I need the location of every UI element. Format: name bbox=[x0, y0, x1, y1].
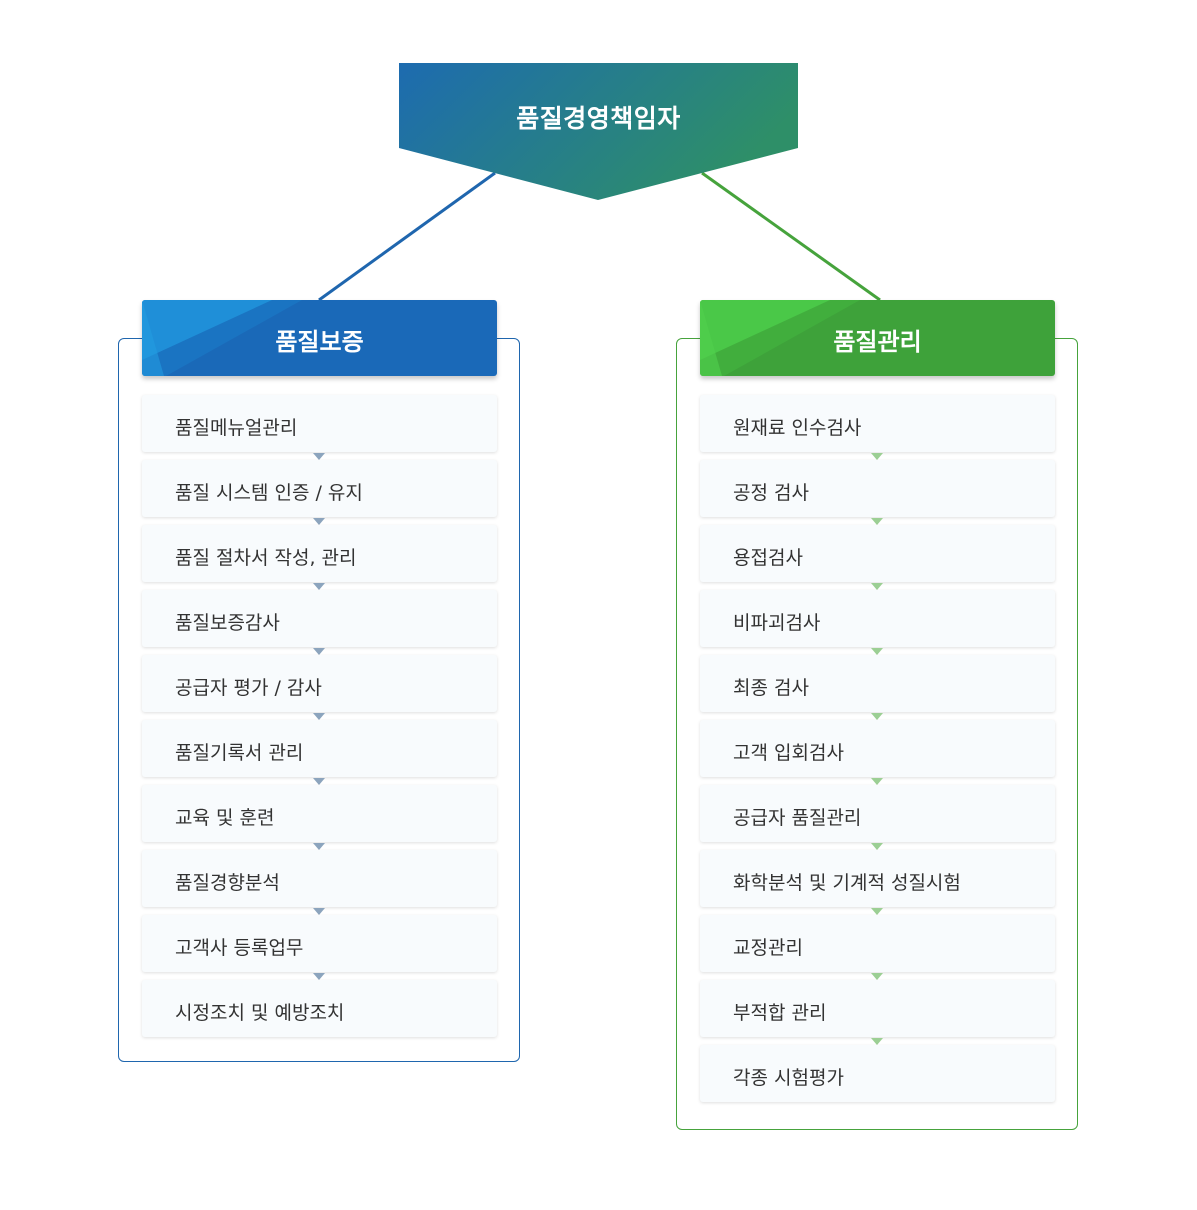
flow-arrow-icon bbox=[871, 583, 883, 590]
flow-arrow-icon bbox=[871, 648, 883, 655]
quality-control-item: 용접검사 bbox=[700, 525, 1055, 582]
quality-control-item: 화학분석 및 기계적 성질시험 bbox=[700, 850, 1055, 907]
quality-control-item: 각종 시험평가 bbox=[700, 1045, 1055, 1102]
quality-assurance-title: 품질보증 bbox=[275, 328, 364, 356]
flow-arrow-icon bbox=[871, 973, 883, 980]
quality-assurance-item: 품질기록서 관리 bbox=[142, 720, 497, 777]
quality-assurance-item: 품질경향분석 bbox=[142, 850, 497, 907]
top-node-shape bbox=[399, 63, 798, 200]
quality-control-item-label: 화학분석 및 기계적 성질시험 bbox=[733, 872, 961, 894]
flow-arrow-icon bbox=[313, 778, 325, 785]
flow-arrow-icon bbox=[313, 908, 325, 915]
connector-right bbox=[701, 171, 881, 302]
quality-control-item-label: 최종 검사 bbox=[733, 677, 809, 699]
quality-control-item-label: 부적합 관리 bbox=[733, 1002, 827, 1024]
quality-assurance-item: 품질 시스템 인증 / 유지 bbox=[142, 460, 497, 517]
quality-control-item: 고객 입회검사 bbox=[700, 720, 1055, 777]
flow-arrow-icon bbox=[313, 713, 325, 720]
flow-arrow-icon bbox=[313, 973, 325, 980]
quality-control-item-label: 공급자 품질관리 bbox=[733, 807, 862, 829]
flow-arrow-icon bbox=[871, 908, 883, 915]
quality-control-item: 공급자 품질관리 bbox=[700, 785, 1055, 842]
quality-control-item: 부적합 관리 bbox=[700, 980, 1055, 1037]
flow-arrow-icon bbox=[871, 453, 883, 460]
quality-control-item-label: 각종 시험평가 bbox=[733, 1067, 844, 1089]
quality-assurance-item-label: 공급자 평가 / 감사 bbox=[175, 677, 322, 699]
connector-left bbox=[318, 171, 496, 302]
quality-control-item: 원재료 인수검사 bbox=[700, 395, 1055, 452]
quality-control-item-label: 교정관리 bbox=[733, 937, 803, 959]
top-node-title: 품질경영책임자 bbox=[516, 104, 681, 133]
quality-assurance-item: 고객사 등록업무 bbox=[142, 915, 497, 972]
quality-assurance-item-label: 품질 절차서 작성, 관리 bbox=[175, 547, 357, 569]
flow-arrow-icon bbox=[313, 843, 325, 850]
quality-assurance-header: 품질보증 bbox=[142, 300, 497, 376]
quality-assurance-item: 시정조치 및 예방조치 bbox=[142, 980, 497, 1037]
quality-control-title: 품질관리 bbox=[833, 328, 922, 356]
flow-arrow-icon bbox=[871, 1038, 883, 1045]
quality-control-item: 비파괴검사 bbox=[700, 590, 1055, 647]
quality-assurance-item: 품질메뉴얼관리 bbox=[142, 395, 497, 452]
quality-assurance-item: 품질 절차서 작성, 관리 bbox=[142, 525, 497, 582]
flow-arrow-icon bbox=[313, 583, 325, 590]
flow-arrow-icon bbox=[871, 778, 883, 785]
quality-control-item: 최종 검사 bbox=[700, 655, 1055, 712]
quality-assurance-item-label: 품질경향분석 bbox=[175, 872, 280, 894]
quality-assurance-item-label: 품질보증감사 bbox=[175, 612, 280, 634]
quality-assurance-item: 공급자 평가 / 감사 bbox=[142, 655, 497, 712]
quality-control-item: 공정 검사 bbox=[700, 460, 1055, 517]
flow-arrow-icon bbox=[313, 453, 325, 460]
quality-assurance-item-label: 시정조치 및 예방조치 bbox=[175, 1002, 345, 1024]
header-decor-shape bbox=[142, 300, 302, 376]
quality-control-item: 교정관리 bbox=[700, 915, 1055, 972]
flow-arrow-icon bbox=[313, 648, 325, 655]
quality-control-header: 품질관리 bbox=[700, 300, 1055, 376]
quality-assurance-item-label: 품질메뉴얼관리 bbox=[175, 417, 298, 439]
flow-arrow-icon bbox=[871, 713, 883, 720]
quality-assurance-item: 교육 및 훈련 bbox=[142, 785, 497, 842]
quality-assurance-item: 품질보증감사 bbox=[142, 590, 497, 647]
quality-control-item-label: 용접검사 bbox=[733, 547, 803, 569]
flow-arrow-icon bbox=[871, 518, 883, 525]
quality-control-item-label: 원재료 인수검사 bbox=[733, 417, 862, 439]
header-decor-shape bbox=[700, 300, 860, 376]
quality-assurance-item-label: 품질기록서 관리 bbox=[175, 742, 304, 764]
quality-assurance-item-label: 고객사 등록업무 bbox=[175, 937, 304, 959]
flow-arrow-icon bbox=[313, 518, 325, 525]
quality-assurance-item-label: 품질 시스템 인증 / 유지 bbox=[175, 482, 363, 504]
quality-control-item-label: 비파괴검사 bbox=[733, 612, 821, 634]
quality-control-item-label: 고객 입회검사 bbox=[733, 742, 844, 764]
quality-assurance-item-label: 교육 및 훈련 bbox=[175, 807, 275, 829]
quality-control-item-label: 공정 검사 bbox=[733, 482, 809, 504]
flow-arrow-icon bbox=[871, 843, 883, 850]
top-node: 품질경영책임자 bbox=[399, 63, 798, 200]
